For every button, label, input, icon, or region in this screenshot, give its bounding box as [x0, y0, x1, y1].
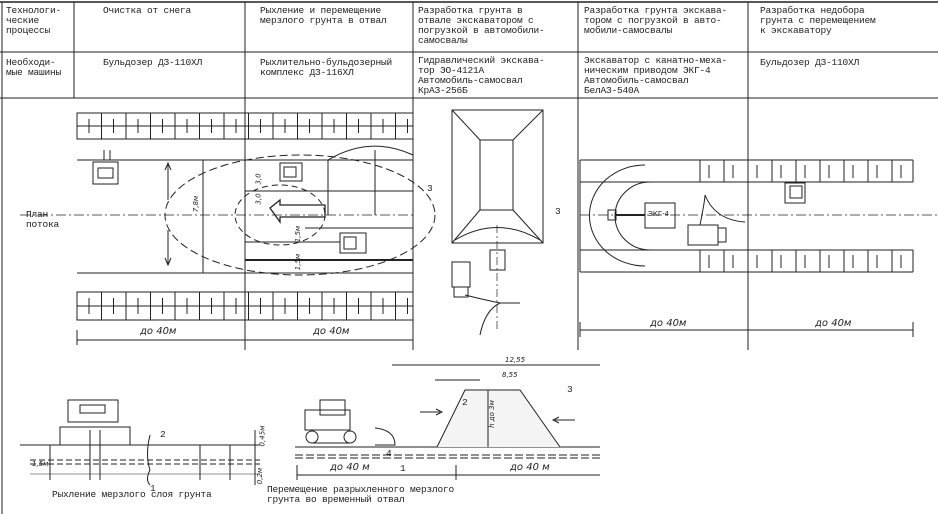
dim-left-40m: до 40 м [330, 462, 370, 473]
machines-3: Гидравлический экскава- тор ЭО-4121А Авт… [418, 55, 545, 96]
caption-loosening: Рыхление мерзлого слоя грунта [52, 489, 212, 500]
dim-40m-4: до 40м [815, 318, 852, 329]
label-4-right: 4 [386, 448, 392, 459]
row-label-processes: Технологи- ческие процессы [6, 5, 62, 36]
plan-snow-loosening [20, 112, 436, 345]
plan-excavator-pile [451, 109, 544, 336]
process-4: Разработка грунта экскава- тором с погру… [584, 5, 728, 36]
dim-right-40m: до 40 м [510, 462, 550, 473]
section-pile [295, 364, 600, 480]
road-width-dim: 7,8м [192, 195, 201, 213]
section-loosening [20, 399, 260, 486]
process-2: Рыхление и перемещение мерзлого грунта в… [260, 5, 387, 26]
lane-dim-2: 3,0 [254, 193, 263, 205]
process-5: Разработка недобора грунта с перемещение… [760, 5, 876, 36]
pile-top-width: 8,55 [502, 371, 518, 379]
dim-40m-2: до 40м [313, 326, 350, 337]
dim-02: 0,2м [256, 467, 265, 485]
label-1-left: 1 [150, 483, 156, 494]
caption-pile: Перемещение разрыхленного мерзлого грунт… [267, 484, 455, 505]
machines-5: Бульдозер ДЗ-110ХЛ [760, 57, 860, 68]
dim-40m-3: до 40м [650, 318, 687, 329]
process-3: Разработка грунта в отвале экскаватором … [418, 5, 545, 46]
dim-40m-1: до 40м [140, 326, 177, 337]
process-1: Очистка от снега [103, 5, 192, 16]
label-2-left: 2 [160, 429, 166, 440]
depth-dim: 1,5м [32, 460, 49, 468]
label-1-right: 1 [400, 463, 406, 474]
dim-045: 0,45м [258, 425, 267, 447]
machines-2: Рыхлительно-бульдозерный комплекс ДЗ-116… [260, 57, 393, 78]
label-3-loop: 3 [427, 183, 433, 194]
excavator-label: ЭКГ-4 [648, 210, 670, 218]
lane-dim-4: 1,5м [294, 253, 303, 271]
pile-height: h до 3м [487, 400, 496, 428]
row-label-plan: План потока [26, 209, 60, 230]
lane-dim-1: 3,0 [254, 173, 263, 185]
machines-1: Бульдозер ДЗ-110ХЛ [103, 57, 203, 68]
label-2-right: 2 [462, 397, 468, 408]
label-3-right: 3 [567, 384, 573, 395]
label-3-pile: 3 [555, 206, 561, 217]
plan-excavator-trench [579, 159, 938, 337]
machines-4: Экскаватор с канатно-меха- ническим прив… [584, 55, 728, 96]
row-label-machines: Необходи- мые машины [6, 57, 62, 78]
lane-dim-3: 1,5м [294, 225, 303, 243]
pile-bottom-width: 12,55 [505, 356, 526, 364]
